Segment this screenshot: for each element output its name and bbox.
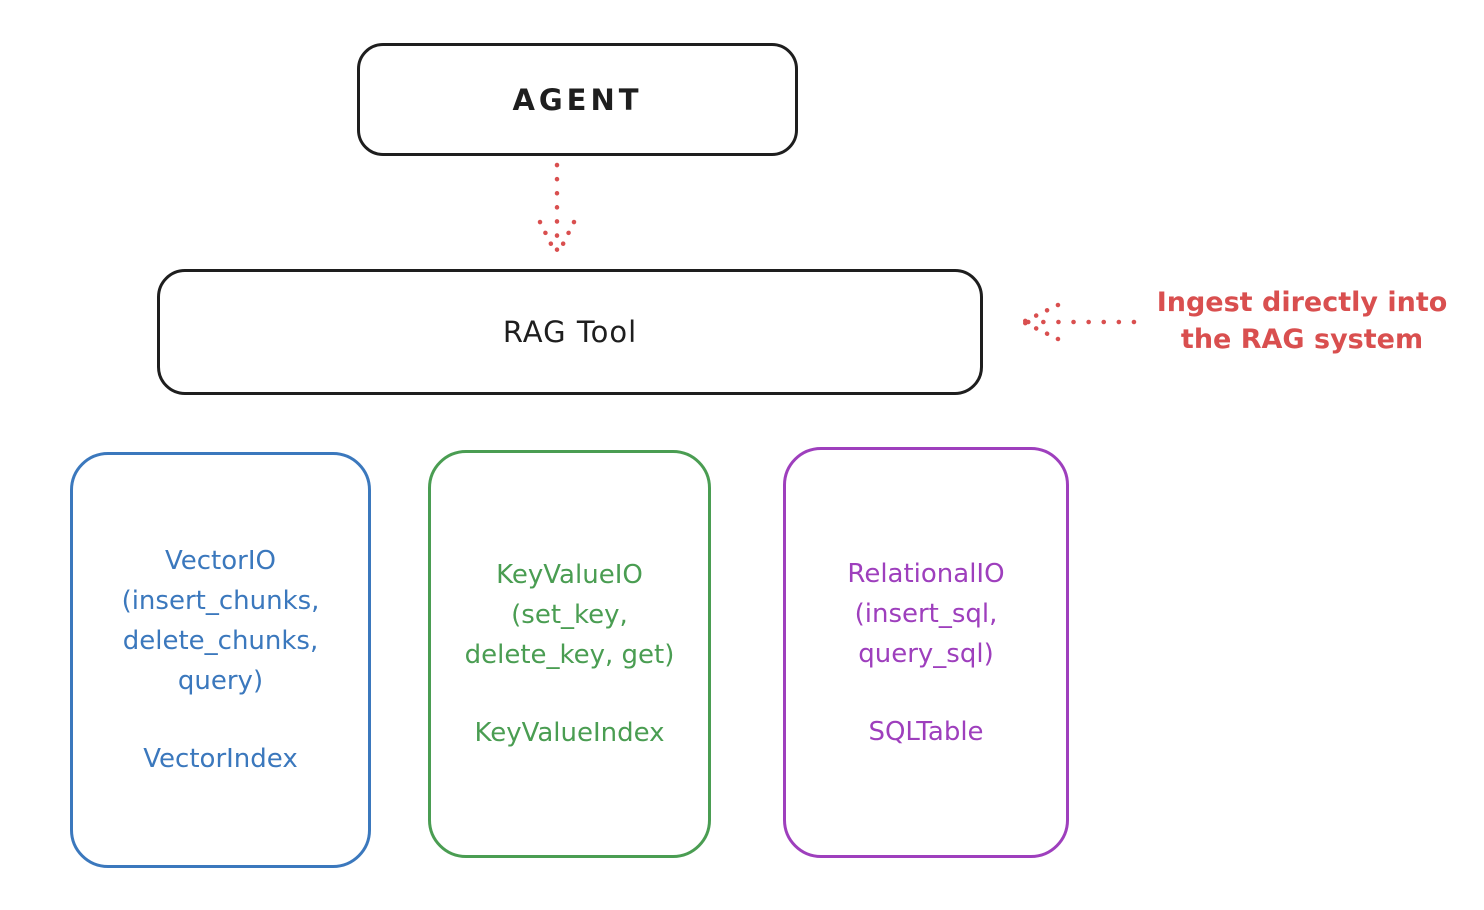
relational-io-label: RelationalIO (insert_sql, query_sql) [847, 558, 1005, 669]
backend-box-relational-io: RelationalIO (insert_sql, query_sql) SQL… [783, 447, 1069, 858]
rag-tool-box: RAG Tool [157, 269, 983, 395]
key-value-io-label: KeyValueIO (set_key, delete_key, get) [464, 560, 675, 670]
sql-table-label: SQLTable [868, 716, 984, 747]
agent-label: AGENT [512, 82, 643, 117]
rag-tool-label: RAG Tool [502, 315, 638, 349]
backend-box-vector-io: VectorIO (insert_chunks, delete_chunks, … [70, 452, 371, 868]
ingest-annotation: Ingest directly into the RAG system [1156, 287, 1448, 355]
arrow-left-dotted-icon [1022, 302, 1137, 342]
agent-box: AGENT [357, 43, 798, 156]
backend-box-key-value-io: KeyValueIO (set_key, delete_key, get) Ke… [428, 450, 711, 858]
key-value-index-label: KeyValueIndex [474, 718, 665, 748]
vector-io-label: VectorIO (insert_chunks, delete_chunks, … [121, 546, 320, 696]
vector-index-label: VectorIndex [143, 744, 298, 774]
arrow-down-dotted-icon [537, 162, 577, 259]
